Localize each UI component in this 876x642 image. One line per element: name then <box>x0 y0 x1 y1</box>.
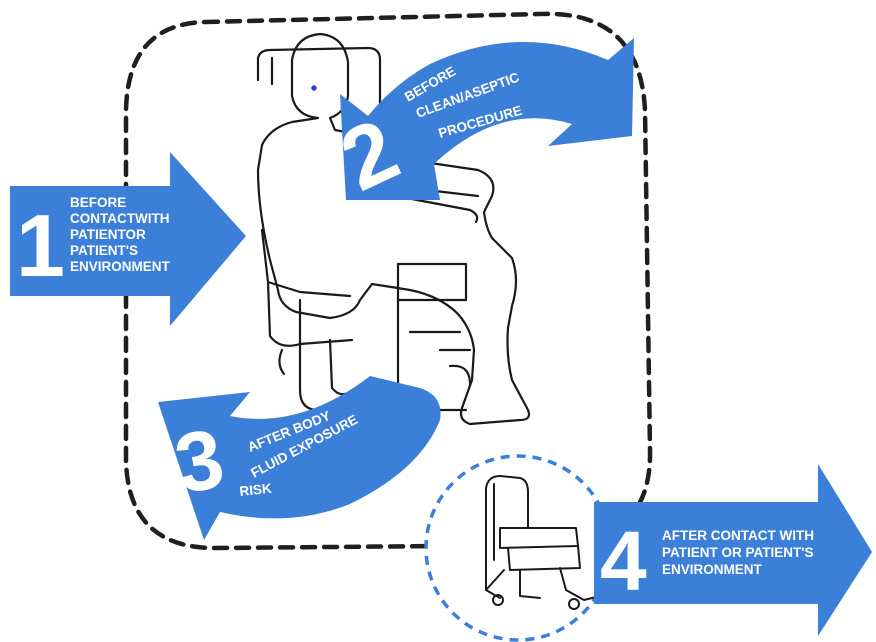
moment-4-label-line-3: ENVIRONMENT <box>662 562 763 577</box>
moment-3-arrow: 3 AFTER BODY FLUID EXPOSURE RISK <box>158 376 441 540</box>
moment-1-number: 1 <box>16 196 65 295</box>
moment-1-label-line-4: PATIENT'S <box>70 243 138 258</box>
moment-4-arrow: 4 AFTER CONTACT WITH PATIENT OR PATIENT'… <box>594 464 872 636</box>
moment-1-label-line-2: CONTACTWITH <box>70 211 169 226</box>
moment-4-number: 4 <box>600 514 647 608</box>
moment-4-label-line-1: AFTER CONTACT WITH <box>662 528 814 543</box>
moment-2-arrow: 2 BEFORE CLEAN/ASEPTIC PROCEDURE <box>326 38 634 210</box>
moment-1-label-line-3: PATIENTOR <box>70 227 146 242</box>
moment-1-label-line-5: ENVIRONMENT <box>70 259 171 274</box>
moment-4-label-line-2: PATIENT OR PATIENT'S <box>662 545 813 560</box>
moment-1-label-line-1: BEFORE <box>70 195 126 210</box>
